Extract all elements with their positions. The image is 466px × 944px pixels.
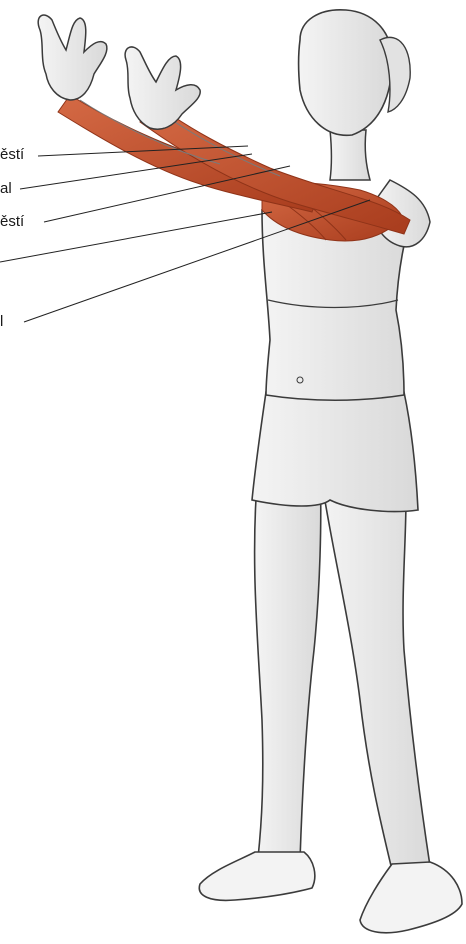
label-2: al: [0, 180, 12, 198]
head: [299, 10, 393, 136]
label-5: l: [0, 313, 3, 331]
label-3: ěstí: [0, 213, 24, 231]
legs: [255, 460, 430, 870]
shorts: [252, 392, 418, 512]
label-1: ěstí: [0, 146, 24, 164]
neck: [330, 130, 370, 180]
leader-line-4: [0, 212, 272, 262]
shoes: [199, 852, 462, 933]
